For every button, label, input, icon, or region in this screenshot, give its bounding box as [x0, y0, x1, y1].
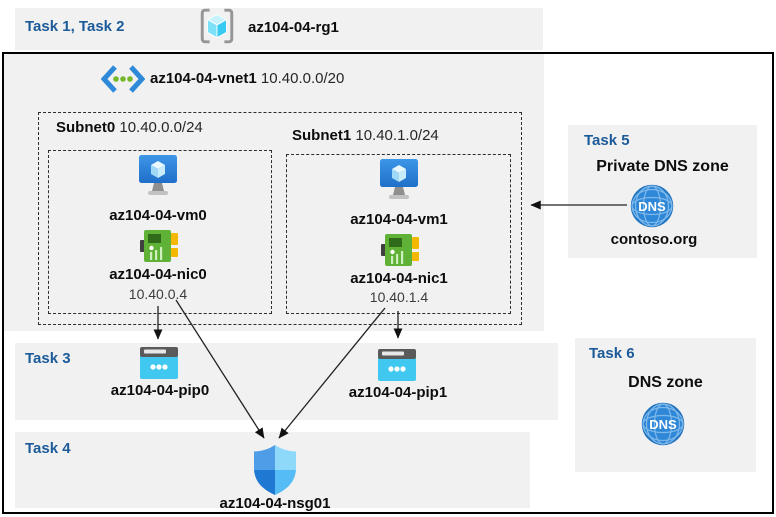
- nsg-shield-icon: [254, 445, 296, 495]
- task1-2-panel: [15, 8, 543, 50]
- task6-title: DNS zone: [628, 374, 703, 391]
- task3-label: Task 3: [25, 350, 71, 367]
- task5-title: Private DNS zone: [596, 158, 729, 175]
- nic1-name: az104-04-nic1: [350, 270, 448, 287]
- vm0-name: az104-04-vm0: [109, 207, 207, 224]
- resource-group-icon: [200, 8, 234, 44]
- nic0-ip: 10.40.0.4: [128, 286, 188, 302]
- nic1-ip: 10.40.1.4: [369, 289, 429, 305]
- vm0-icon: [139, 155, 177, 195]
- subnet1-cidr: 10.40.1.0/24: [355, 127, 439, 144]
- nic0-icon: [140, 230, 178, 262]
- pip1-name: az104-04-pip1: [348, 384, 448, 401]
- subnet0-label: Subnet0 10.40.0.0/24: [56, 119, 203, 136]
- dns-private-badge-text: DNS: [638, 199, 666, 214]
- vnet-region: [4, 54, 544, 331]
- task5-zone-name: contoso.org: [610, 231, 698, 248]
- vnet-cidr: 10.40.0.0/20: [260, 70, 345, 87]
- subnet0-cidr: 10.40.0.0/24: [119, 119, 203, 136]
- dns-private-icon: DNS: [630, 184, 674, 228]
- task1-2-label: Task 1, Task 2: [25, 18, 125, 35]
- subnet1-label: Subnet1 10.40.1.0/24: [292, 127, 439, 144]
- resource-group-name: az104-04-rg1: [248, 19, 339, 36]
- nsg-name: az104-04-nsg01: [219, 495, 331, 512]
- pip0-name: az104-04-pip0: [110, 382, 210, 399]
- vm1-icon: [380, 159, 418, 199]
- subnet0-box: [48, 150, 272, 314]
- vnet-label: az104-04-vnet1 10.40.0.0/20: [150, 70, 344, 87]
- nic1-icon: [381, 234, 419, 266]
- pip0-icon: [140, 347, 178, 379]
- nic0-name: az104-04-nic0: [109, 266, 207, 283]
- task4-label: Task 4: [25, 440, 71, 457]
- vnet-icon: [101, 65, 145, 93]
- dns-zone-badge-text: DNS: [649, 417, 677, 432]
- task6-label: Task 6: [589, 345, 635, 362]
- vm1-name: az104-04-vm1: [350, 211, 448, 228]
- vnet-name: az104-04-vnet1: [150, 70, 257, 87]
- task5-label: Task 5: [584, 132, 630, 149]
- dns-zone-icon: DNS: [641, 402, 685, 446]
- pip1-icon: [378, 349, 416, 381]
